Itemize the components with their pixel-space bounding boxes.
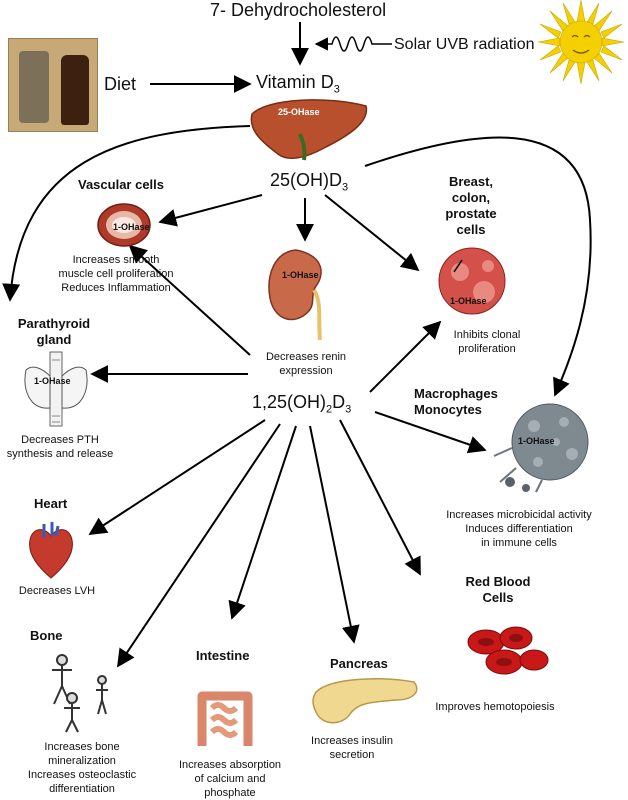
heart-icon xyxy=(29,522,73,579)
arrow-liver-to-parathyroid xyxy=(2,125,251,302)
breast-cells-icon xyxy=(438,247,506,315)
red-blood-cells-icon xyxy=(467,626,549,675)
liver-icon xyxy=(250,99,368,161)
intestine-title: Intestine xyxy=(196,648,250,663)
intestine-icon xyxy=(197,691,253,746)
fisherman-figure xyxy=(19,51,49,123)
vascular-enzyme-label: 1-OHase xyxy=(113,222,150,232)
arrow-liver-to-macrophages xyxy=(364,136,592,397)
pancreas-title: Pancreas xyxy=(330,656,388,671)
heart-title: Heart xyxy=(34,496,68,511)
arrow-calcitriol-to-pancreas xyxy=(309,425,360,644)
pancreas-icon xyxy=(312,678,418,724)
diet-image xyxy=(8,38,98,132)
breast-enzyme-label: 1-OHase xyxy=(450,296,487,306)
arrow-calcitriol-to-bone xyxy=(116,423,281,668)
macrophage-enzyme-label: 1-OHase xyxy=(518,436,555,446)
arrow-calcitriol-to-heart xyxy=(88,419,266,535)
rbc-desc: Improves hemotopoiesis xyxy=(435,701,555,713)
arrow-calcitriol-to-intestine xyxy=(228,425,297,620)
macrophage-icon xyxy=(493,403,589,493)
sun-icon xyxy=(538,0,624,84)
calcidiol-label: 25(OH)D3 xyxy=(270,170,349,194)
arrow-calcitriol-to-rbc xyxy=(339,419,421,576)
arrow-calcitriol-to-breast xyxy=(369,320,442,393)
vitd3-label: Vitamin D3 xyxy=(256,72,340,96)
arrow-calcitriol-to-vascular xyxy=(128,244,251,356)
bone-title: Bone xyxy=(30,628,63,643)
parathyroid-gland-icon xyxy=(24,351,88,427)
blood-vessel-icon xyxy=(97,203,151,247)
cod-liver-oil-bottle-icon xyxy=(61,55,89,125)
kidney-icon xyxy=(268,249,322,341)
vascular-title: Vascular cells xyxy=(78,177,165,192)
liver-enzyme-label: 25-OHase xyxy=(278,107,320,117)
uvb-squiggle xyxy=(314,36,392,52)
heart-desc: Decreases LVH xyxy=(18,585,96,597)
arrow-calcidiol-to-vascular xyxy=(158,194,263,227)
kidney-enzyme-label: 1-OHase xyxy=(282,270,319,280)
uvb-label: Solar UVB radiation xyxy=(394,36,535,53)
diet-label: Diet xyxy=(104,74,137,94)
skeleton-icon xyxy=(52,654,108,733)
precursor-label: 7- Dehydrocholesterol xyxy=(210,0,387,20)
arrow-calcitriol-to-macrophages xyxy=(374,411,487,454)
parathyroid-enzyme-label: 1-OHase xyxy=(34,376,71,386)
arrow-calcidiol-to-breast xyxy=(324,194,420,272)
calcitriol-label: 1,25(OH)2D3 xyxy=(252,392,352,416)
